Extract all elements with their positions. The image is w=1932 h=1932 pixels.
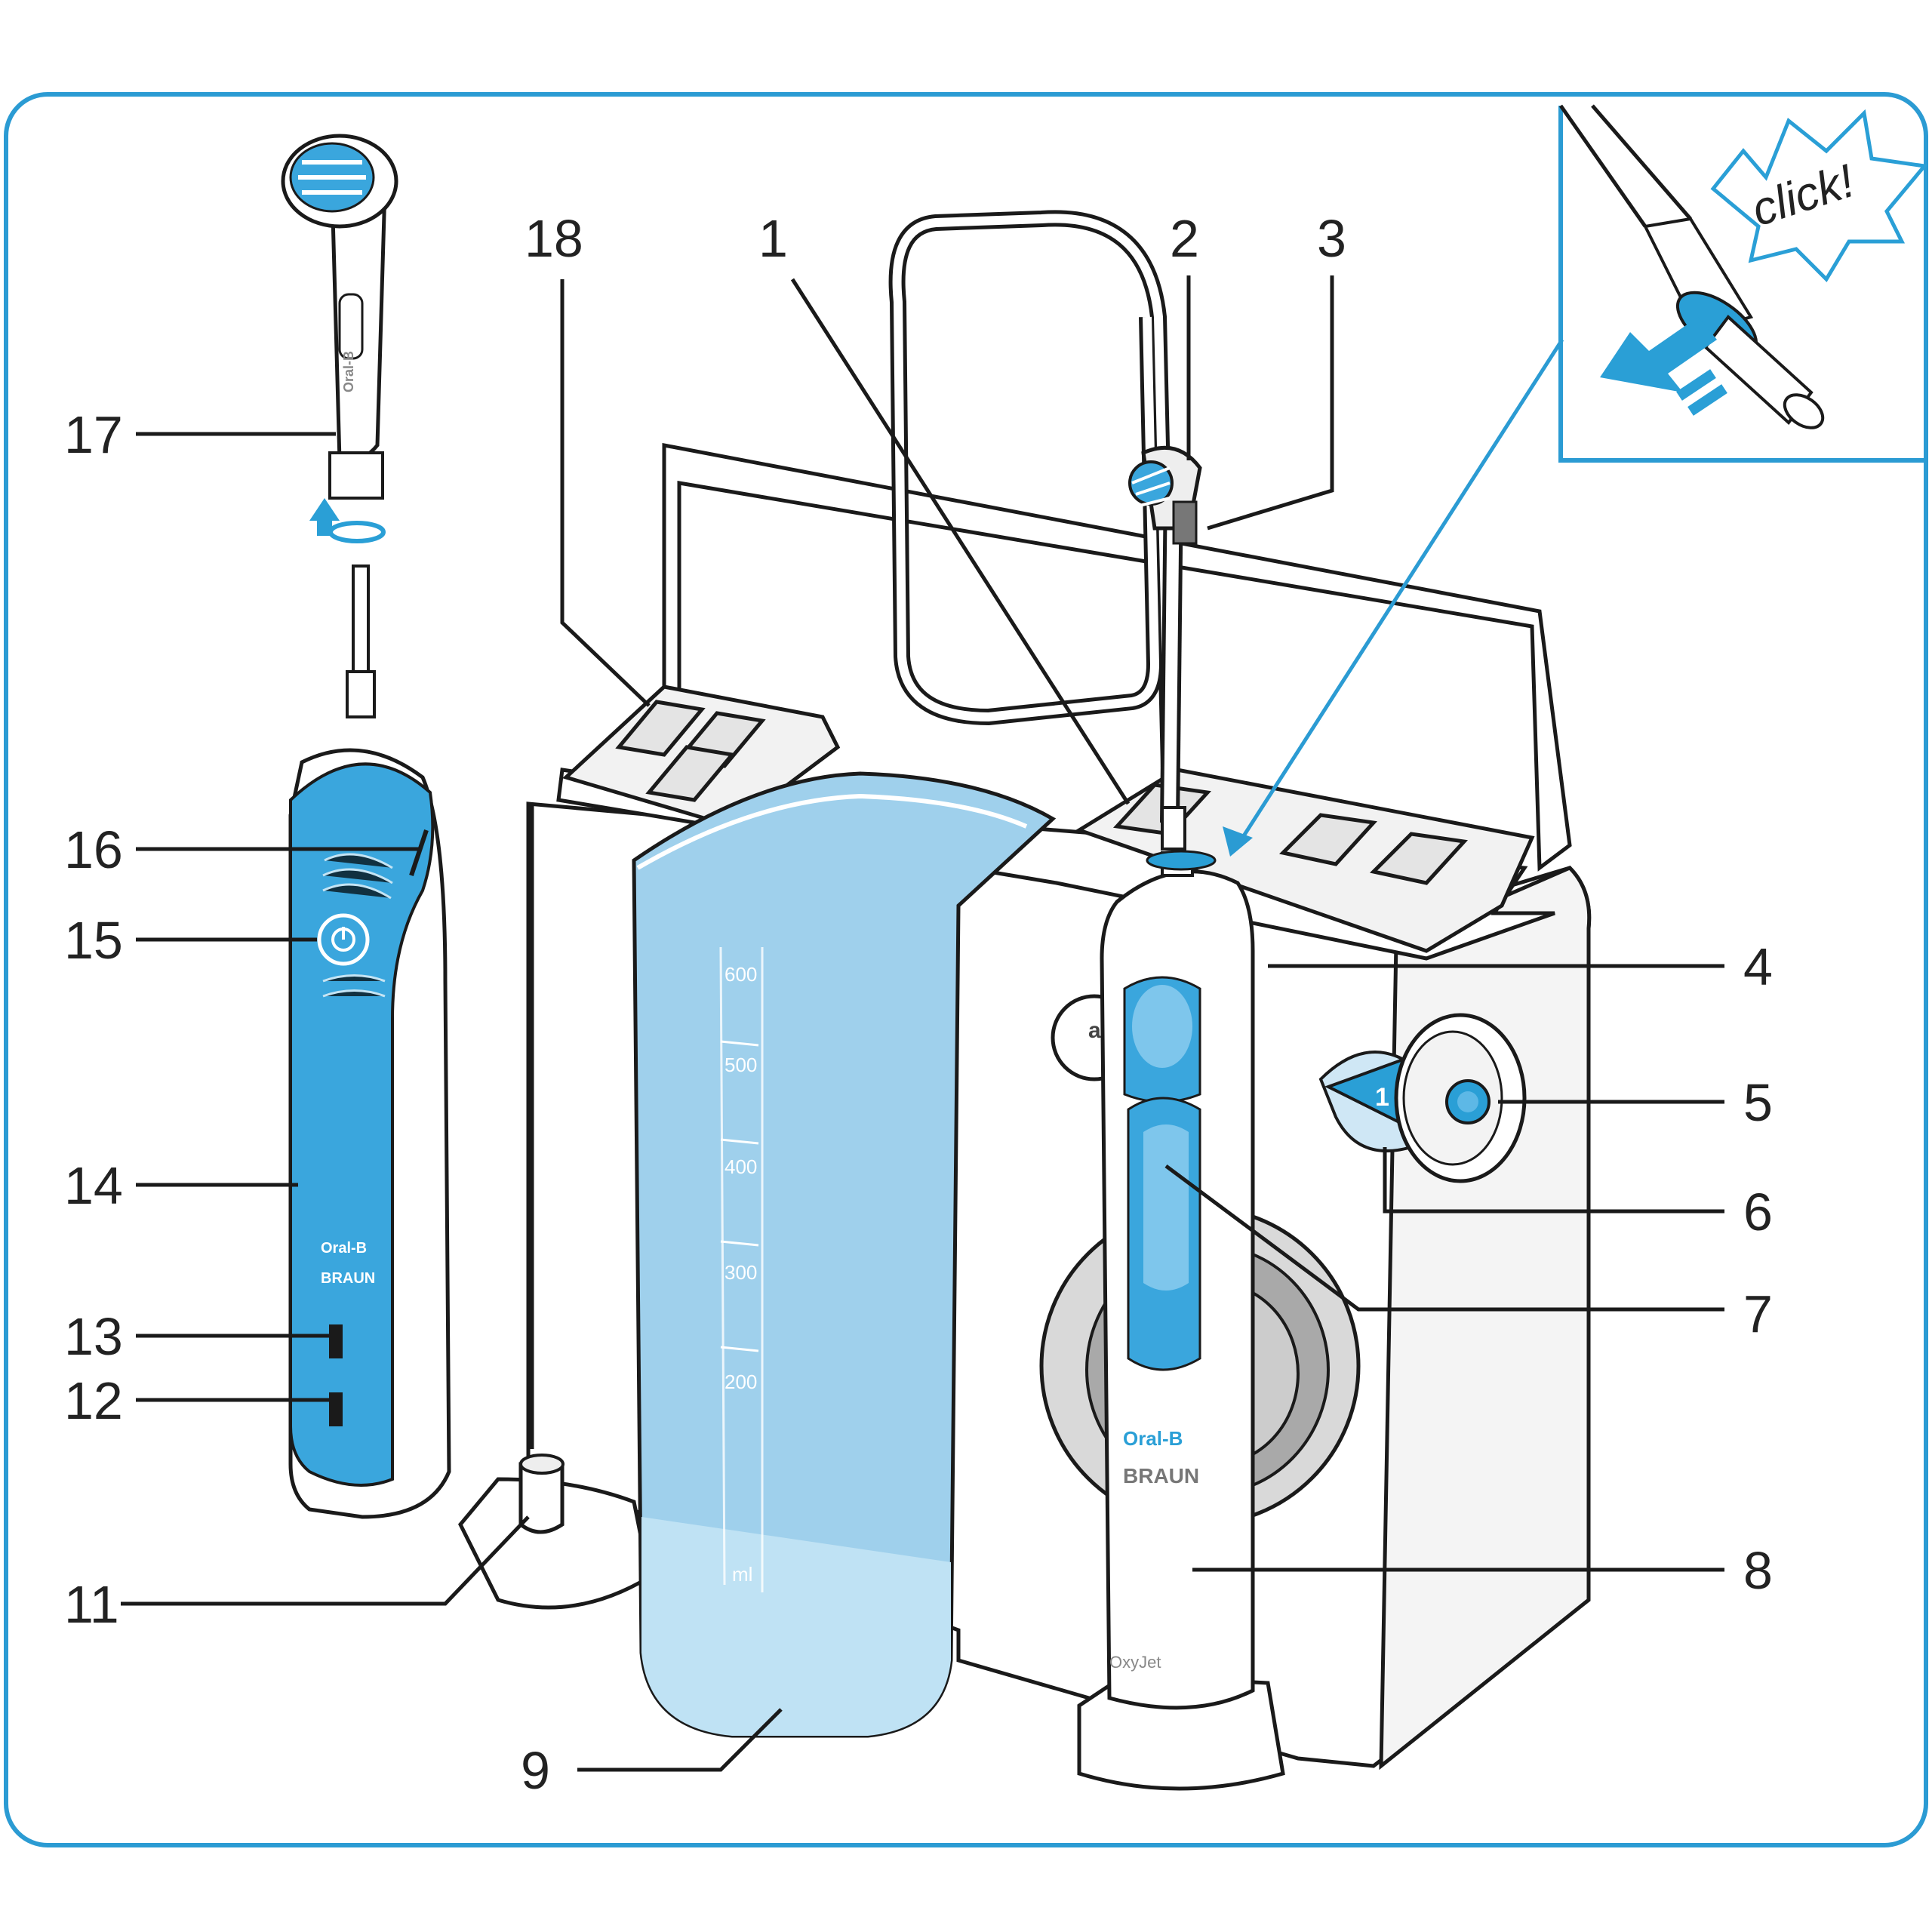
callout-2: 2 (1170, 209, 1199, 268)
connection-leader (1235, 338, 1564, 847)
push-arrow-icon (1600, 317, 1717, 392)
starburst-icon (1710, 109, 1928, 283)
callout-17: 17 (64, 405, 123, 464)
scale-tick-500: 500 (724, 1054, 757, 1076)
seal-ring (328, 521, 386, 543)
scale-unit: ml (732, 1563, 752, 1586)
callout-14: 14 (64, 1156, 123, 1215)
electric-toothbrush: Oral-B Oral-B BRAUN (281, 134, 451, 1519)
callout-4: 4 (1743, 937, 1773, 996)
water-jet-handle: Oral-B BRAUN OxyJet (1077, 850, 1285, 1791)
jet-flow-control[interactable] (1127, 1097, 1201, 1371)
callout-6: 6 (1743, 1183, 1773, 1241)
head-oralb-logo: Oral-B (341, 351, 356, 392)
callout-8: 8 (1743, 1541, 1773, 1600)
scale-tick-300: 300 (724, 1261, 757, 1284)
callout-9: 9 (521, 1741, 550, 1800)
base-unit: air filter 1 (458, 210, 1592, 1770)
handle-braun-logo: BRAUN (1123, 1464, 1199, 1487)
callout-18: 18 (525, 209, 583, 268)
callout-12: 12 (64, 1371, 123, 1430)
callout-numbers: 1 2 3 4 5 6 7 8 9 11 12 13 14 15 16 17 1… (64, 209, 1773, 1800)
callout-13: 13 (64, 1307, 123, 1366)
power-button-station[interactable] (1445, 1079, 1491, 1124)
leader-lines (121, 275, 1724, 1772)
scale-tick-200: 200 (724, 1371, 757, 1393)
scale-tick-600: 600 (724, 963, 757, 986)
outer-frame (4, 92, 1928, 1847)
brush-power-button[interactable] (317, 913, 370, 966)
callout-3: 3 (1317, 209, 1346, 268)
connection-inset: click! (1558, 104, 1928, 463)
dial-number: 1 (1375, 1083, 1389, 1112)
callout-11: 11 (64, 1575, 119, 1634)
handle-model-name: OxyJet (1109, 1653, 1161, 1672)
jet-tip-head (1128, 445, 1202, 545)
callout-15: 15 (64, 911, 123, 970)
callout-7: 7 (1743, 1284, 1773, 1343)
up-arrow-icon (309, 498, 340, 536)
callout-1: 1 (758, 209, 788, 268)
scale-tick-400: 400 (724, 1155, 757, 1178)
charge-indicator-light (329, 1324, 343, 1358)
pressure-dial[interactable]: 1 (1318, 1013, 1527, 1183)
water-reservoir: 600 500 400 300 200 ml (632, 771, 1057, 1738)
brush-oralb-logo: Oral-B (321, 1240, 367, 1257)
brush-braun-logo: BRAUN (321, 1270, 375, 1287)
callout-5: 5 (1743, 1073, 1773, 1132)
brush-head: Oral-B (281, 134, 398, 500)
battery-indicator-light (329, 1392, 343, 1426)
handle-oralb-logo: Oral-B (1123, 1427, 1183, 1450)
jet-pause-button[interactable] (1123, 976, 1201, 1103)
callout-16: 16 (64, 820, 123, 879)
